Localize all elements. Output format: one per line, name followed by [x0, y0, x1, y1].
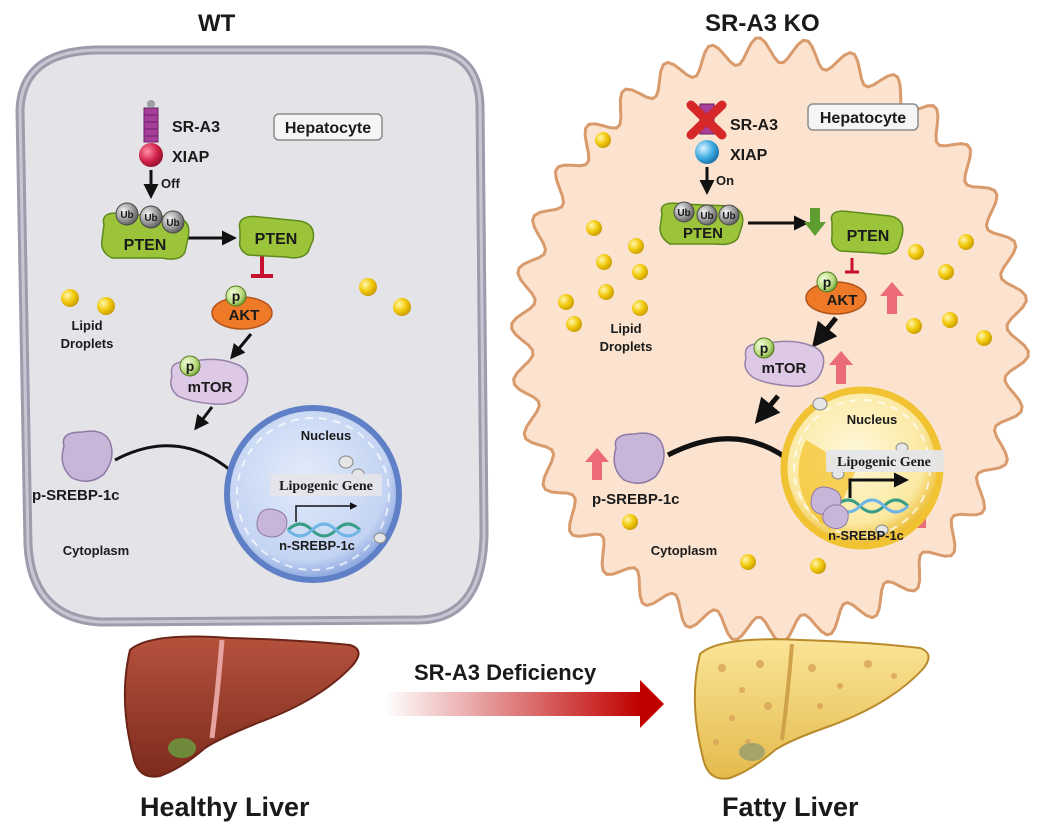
- wt-hepatocyte-label: Hepatocyte: [285, 120, 371, 137]
- wt-pten-free: [238, 215, 315, 259]
- wt-lipid-label-2: Droplets: [61, 336, 114, 351]
- ko-n-srebp-label: n-SREBP-1c: [828, 528, 904, 543]
- ko-ub-3: Ub: [722, 211, 735, 222]
- healthy-liver-illustration: [123, 635, 360, 778]
- wt-pten-label: PTEN: [255, 231, 298, 248]
- ko-switch-label: On: [716, 173, 734, 188]
- ko-ub-1: Ub: [677, 208, 690, 219]
- wt-arrow-mtor-nucleus: [194, 406, 214, 431]
- ko-title: SR-A3 KO: [705, 10, 820, 37]
- wt-pten-ubiquitinated: [100, 202, 190, 260]
- ko-hepatocyte-label: Hepatocyte: [820, 110, 906, 127]
- ko-pten-ub-label: PTEN: [683, 225, 723, 242]
- wt-arrow-akt-mtor: [230, 333, 253, 360]
- wt-nucleus-label: Nucleus: [301, 428, 352, 443]
- wt-mtor-p-label: p: [186, 358, 195, 374]
- ko-mtor-phospho: [753, 337, 775, 359]
- ko-arrow-mtor-nucleus: [754, 394, 781, 424]
- ko-pten-label: PTEN: [847, 228, 890, 245]
- wt-xiap-ball: [139, 143, 163, 167]
- ko-nucleus-label: Nucleus: [847, 412, 898, 427]
- wt-ub-3: Ub: [166, 218, 179, 229]
- wt-hepatocyte-label-box: [273, 113, 383, 141]
- wt-switch-label: Off: [161, 176, 180, 191]
- ko-akt-phospho: [816, 271, 838, 293]
- transition-label: SR-A3 Deficiency: [414, 660, 597, 685]
- ko-lipid-droplets: [558, 132, 992, 574]
- wt-akt-phospho: [225, 285, 247, 307]
- wt-nucleus: [224, 405, 402, 583]
- wt-ub-1: Ub: [120, 210, 133, 221]
- ko-sr-a3-receptor-blocked: [686, 100, 727, 140]
- ko-sr-a3-label: SR-A3: [730, 117, 778, 134]
- ko-akt-label: AKT: [827, 292, 858, 309]
- wt-akt-p-label: p: [232, 288, 241, 304]
- wt-p-srebp-shape: [61, 430, 113, 482]
- wt-xiap-label: XIAP: [172, 149, 210, 166]
- wt-lipid-droplets: [61, 278, 411, 316]
- wt-lipid-label-1: Lipid: [71, 318, 102, 333]
- ko-akt-up-arrow: [880, 282, 904, 314]
- ko-mtor-up-arrow: [829, 351, 853, 384]
- ko-arrow-akt-mtor: [811, 316, 838, 348]
- ko-mtor-label: mTOR: [762, 360, 807, 377]
- ko-lipogenic-gene-label: Lipogenic Gene: [837, 455, 931, 470]
- wt-p-srebp-label: p-SREBP-1c: [32, 487, 120, 504]
- ko-p-srebp-shape: [613, 432, 665, 484]
- ko-lipid-label-1: Lipid: [610, 321, 641, 336]
- fatty-liver-illustration: [693, 638, 930, 780]
- ko-srebp-up-arrow: [585, 448, 609, 480]
- wt-akt-label: AKT: [229, 307, 260, 324]
- fatty-liver-label: Fatty Liver: [722, 792, 859, 822]
- wt-sr-a3-receptor: [143, 100, 159, 143]
- ko-hepatocyte-label-box: [807, 103, 919, 131]
- ko-lipid-label-2: Droplets: [600, 339, 653, 354]
- ko-pten-ubiquitinated: [659, 201, 744, 246]
- ko-nucleus: [780, 386, 944, 550]
- wt-sr-a3-label: SR-A3: [172, 119, 220, 136]
- ko-p-srebp-label: p-SREBP-1c: [592, 491, 680, 508]
- ko-ub-2: Ub: [700, 211, 713, 222]
- wt-lipogenic-gene-label: Lipogenic Gene: [279, 479, 373, 494]
- ko-akt-p-label: p: [823, 274, 832, 290]
- wt-pten-ub-label: PTEN: [124, 237, 167, 254]
- wt-mtor-label: mTOR: [188, 379, 233, 396]
- wt-title: WT: [198, 10, 236, 37]
- deficiency-arrow-head: [640, 680, 664, 728]
- ko-xiap-ball: [695, 140, 719, 164]
- wt-ub-2: Ub: [144, 213, 157, 224]
- ko-mtor-p-label: p: [760, 340, 769, 356]
- ko-xiap-label: XIAP: [730, 147, 768, 164]
- wt-mtor-phospho: [179, 355, 201, 377]
- ko-cytoplasm-label: Cytoplasm: [651, 543, 717, 558]
- deficiency-arrow-shaft: [385, 692, 640, 716]
- wt-n-srebp-label: n-SREBP-1c: [279, 538, 355, 553]
- ko-pten-free: [830, 210, 904, 255]
- ko-pten-down-arrow: [804, 208, 826, 236]
- healthy-liver-label: Healthy Liver: [140, 792, 310, 822]
- wt-cytoplasm-label: Cytoplasm: [63, 543, 129, 558]
